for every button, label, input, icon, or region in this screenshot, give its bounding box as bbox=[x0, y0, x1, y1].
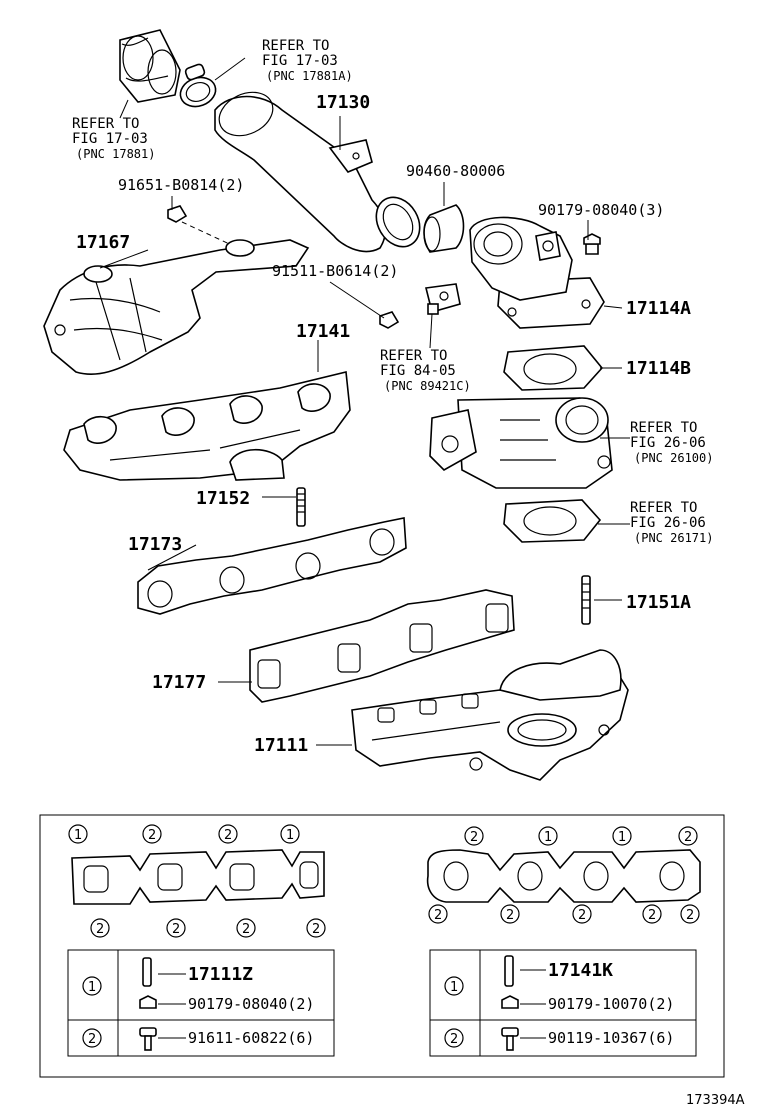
svg-text:90119-10367(6): 90119-10367(6) bbox=[548, 1029, 674, 1047]
svg-text:2: 2 bbox=[312, 922, 320, 937]
svg-text:1: 1 bbox=[450, 980, 458, 995]
gasket-17173 bbox=[137, 517, 407, 615]
label-17130: 17130 bbox=[316, 92, 370, 113]
svg-text:2: 2 bbox=[96, 922, 104, 937]
seq-right-bottom: 2 2 2 2 2 bbox=[428, 904, 700, 924]
svg-text:1: 1 bbox=[74, 828, 82, 843]
svg-text:REFER TO: REFER TO bbox=[630, 420, 697, 436]
sequence-gasket-right bbox=[426, 849, 701, 903]
svg-text:REFER TO: REFER TO bbox=[380, 348, 447, 364]
svg-text:FIG 17-03: FIG 17-03 bbox=[262, 53, 338, 69]
seq-left-bottom: 2 2 2 2 bbox=[90, 918, 326, 938]
legend-table-left: 1 2 17111Z 90179-08040(2) 91611-60822(6) bbox=[67, 949, 335, 1057]
refer-note-17881a: REFER TO FIG 17-03 (PNC 17881A) bbox=[262, 38, 353, 83]
refer-note-26100: REFER TO FIG 26-06 (PNC 26100) bbox=[630, 420, 713, 465]
label-17167: 17167 bbox=[76, 232, 130, 253]
stud-17151a bbox=[581, 575, 591, 625]
svg-text:2: 2 bbox=[172, 922, 180, 937]
bolt-90179-08040 bbox=[583, 233, 601, 255]
svg-text:(PNC 26171): (PNC 26171) bbox=[634, 531, 713, 545]
svg-text:FIG 84-05: FIG 84-05 bbox=[380, 363, 456, 379]
svg-text:(PNC 17881): (PNC 17881) bbox=[76, 147, 155, 161]
seq-right-top: 2 1 1 2 bbox=[464, 826, 698, 846]
svg-text:2: 2 bbox=[470, 830, 478, 845]
svg-text:1: 1 bbox=[618, 830, 626, 845]
svg-text:(PNC 89421C): (PNC 89421C) bbox=[384, 379, 471, 393]
svg-text:2: 2 bbox=[648, 908, 656, 923]
svg-text:2: 2 bbox=[578, 908, 586, 923]
label-17173: 17173 bbox=[128, 534, 182, 555]
svg-text:2: 2 bbox=[450, 1032, 458, 1047]
svg-text:(PNC 17881A): (PNC 17881A) bbox=[266, 69, 353, 83]
svg-text:90179-10070(2): 90179-10070(2) bbox=[548, 995, 674, 1013]
svg-text:2: 2 bbox=[684, 830, 692, 845]
sensor-89421c bbox=[425, 283, 461, 315]
air-hose-17881 bbox=[119, 29, 181, 103]
hose-clamp-17881a bbox=[179, 63, 217, 108]
seq-left-top: 1 2 2 1 bbox=[68, 824, 300, 844]
refer-note-26171: REFER TO FIG 26-06 (PNC 26171) bbox=[630, 500, 713, 545]
svg-text:90179-08040(2): 90179-08040(2) bbox=[188, 995, 314, 1013]
svg-text:2: 2 bbox=[88, 1032, 96, 1047]
sequence-gasket-left bbox=[71, 849, 325, 905]
label-17141: 17141 bbox=[296, 321, 350, 342]
stud-17152 bbox=[296, 487, 306, 527]
leader-lines bbox=[99, 57, 630, 746]
svg-text:REFER TO: REFER TO bbox=[630, 500, 697, 516]
bolt-91511-b0614 bbox=[379, 311, 400, 329]
svg-text:(PNC 26100): (PNC 26100) bbox=[634, 451, 713, 465]
svg-text:1: 1 bbox=[286, 828, 294, 843]
throttle-body-26100 bbox=[429, 397, 613, 489]
label-91511-b0614: 91511-B0614(2) bbox=[272, 262, 398, 280]
svg-text:FIG 26-06: FIG 26-06 bbox=[630, 515, 706, 531]
svg-text:2: 2 bbox=[148, 828, 156, 843]
svg-text:1: 1 bbox=[544, 830, 552, 845]
bolt-91651-b0814 bbox=[167, 205, 188, 223]
svg-text:1: 1 bbox=[88, 980, 96, 995]
gasket-17114b bbox=[503, 345, 604, 391]
svg-text:2: 2 bbox=[224, 828, 232, 843]
intake-manifold-17111 bbox=[351, 649, 629, 781]
label-17152: 17152 bbox=[196, 488, 250, 509]
svg-text:2: 2 bbox=[242, 922, 250, 937]
svg-text:2: 2 bbox=[506, 908, 514, 923]
svg-text:2: 2 bbox=[434, 908, 442, 923]
sequence-panel bbox=[39, 814, 725, 1078]
heat-insulator-17167 bbox=[43, 239, 310, 375]
svg-text:91611-60822(6): 91611-60822(6) bbox=[188, 1029, 314, 1047]
gasket-17177 bbox=[249, 589, 515, 703]
svg-text:17141K: 17141K bbox=[548, 960, 613, 981]
svg-text:REFER TO: REFER TO bbox=[262, 38, 329, 54]
label-17177: 17177 bbox=[152, 672, 206, 693]
svg-text:17111Z: 17111Z bbox=[188, 964, 253, 985]
refer-note-89421c: REFER TO FIG 84-05 (PNC 89421C) bbox=[380, 348, 471, 393]
intake-pipe-17130 bbox=[214, 91, 421, 253]
svg-text:REFER TO: REFER TO bbox=[72, 116, 139, 132]
gasket-26171 bbox=[503, 499, 602, 543]
exhaust-manifold-17141 bbox=[63, 371, 351, 481]
legend-table-right: 1 2 17141K 90179-10070(2) 90119-10367(6) bbox=[429, 949, 697, 1057]
label-17151a: 17151A bbox=[626, 592, 691, 613]
svg-text:2: 2 bbox=[686, 908, 694, 923]
svg-text:FIG 17-03: FIG 17-03 bbox=[72, 131, 148, 147]
label-90460-80006: 90460-80006 bbox=[406, 162, 505, 180]
refer-note-17881: REFER TO FIG 17-03 (PNC 17881) bbox=[72, 116, 155, 161]
label-17114b: 17114B bbox=[626, 358, 691, 379]
label-17114a: 17114A bbox=[626, 298, 691, 319]
intake-adapter-17114a bbox=[469, 216, 605, 329]
svg-text:FIG 26-06: FIG 26-06 bbox=[630, 435, 706, 451]
hose-90460-80006 bbox=[423, 204, 465, 253]
figure-id: 173394A bbox=[686, 1093, 745, 1108]
label-91651-b0814: 91651-B0814(2) bbox=[118, 176, 244, 194]
label-90179-08040-3: 90179-08040(3) bbox=[538, 201, 664, 219]
label-17111: 17111 bbox=[254, 735, 308, 756]
